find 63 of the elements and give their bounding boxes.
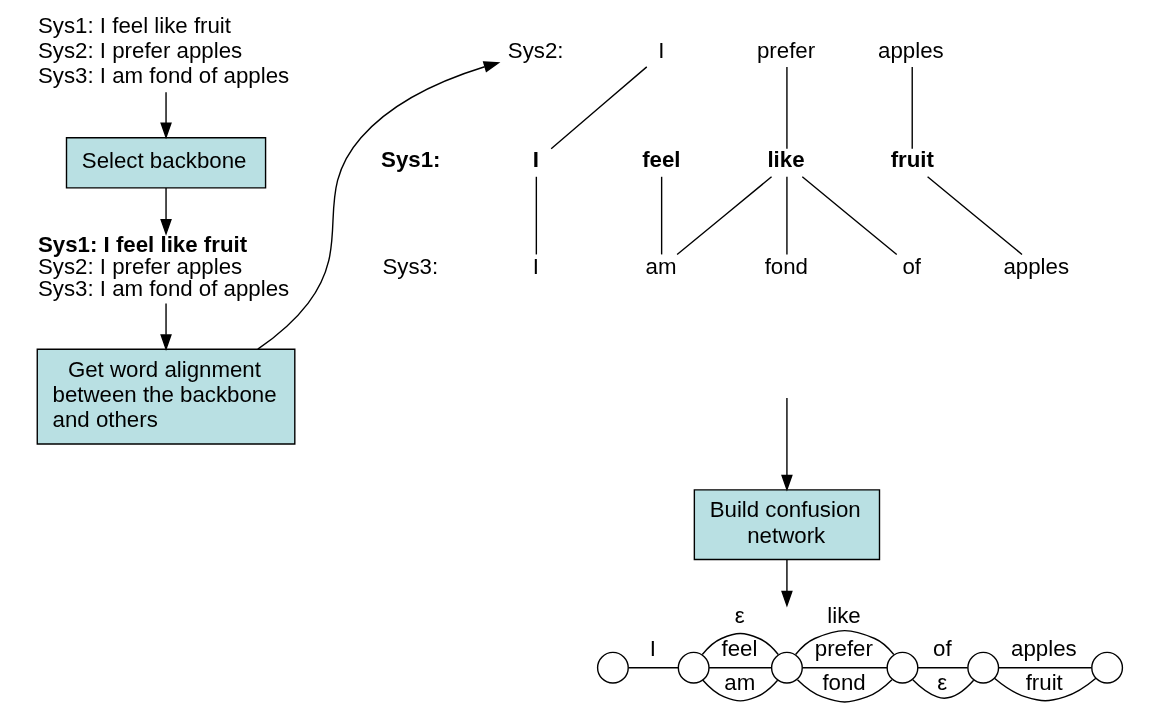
- edge-label: feel: [721, 636, 758, 662]
- connector: [701, 632, 779, 656]
- edge-label: of: [933, 636, 952, 662]
- edge-label: ε: [937, 669, 948, 695]
- node-text: like: [767, 146, 805, 172]
- connector: [911, 66, 913, 150]
- node-circle: [1091, 651, 1124, 684]
- connector: [702, 679, 779, 702]
- connector: [993, 677, 1097, 702]
- node-text: fond: [764, 253, 808, 279]
- node-box: Select backbone: [65, 137, 267, 189]
- edge-label: prefer: [814, 636, 873, 662]
- node-box: Build confusion network: [693, 489, 881, 561]
- node-text: prefer: [757, 38, 816, 64]
- arrow: [160, 91, 172, 140]
- connector: [708, 667, 772, 669]
- node-text: am: [645, 253, 677, 279]
- edge-label: fond: [822, 669, 866, 695]
- node-text: apples: [1003, 253, 1070, 279]
- arrow: [781, 559, 793, 608]
- node-text: Sys3:: [382, 253, 439, 279]
- node-text: feel: [642, 146, 681, 172]
- edge-label: am: [724, 669, 756, 695]
- edge-label: like: [827, 602, 861, 628]
- connector: [912, 679, 975, 699]
- node-circle: [596, 651, 629, 684]
- node-text: of: [902, 253, 922, 279]
- connector: [786, 176, 788, 256]
- node-text: fruit: [890, 146, 934, 172]
- node-text: Sys2:: [507, 38, 564, 64]
- node-circle: [886, 651, 919, 684]
- connector: [801, 667, 888, 669]
- edge-label: I: [649, 636, 656, 662]
- connector: [796, 679, 893, 703]
- connector: [676, 176, 773, 256]
- connector: [660, 176, 663, 256]
- node-text: Sys1: I feel like fruit Sys2: I prefer apples Sys3: I am fond of apples: [37, 231, 290, 302]
- node-box: Get word alignment between the backbone and others: [36, 348, 296, 445]
- connector: [627, 667, 679, 669]
- node-text: I: [658, 38, 665, 64]
- edge-label: apples: [1011, 636, 1077, 662]
- connector: [917, 667, 969, 669]
- edge-label: ε: [734, 602, 745, 628]
- connector: [801, 176, 898, 256]
- node-circle: [770, 651, 803, 684]
- arrow: [160, 302, 172, 351]
- edge-label: fruit: [1025, 669, 1063, 695]
- connector: [786, 66, 788, 150]
- node-circle: [677, 651, 710, 684]
- node-text: I: [532, 253, 540, 279]
- node-text: Sys1: I feel like fruit Sys2: I prefer apples Sys3: I am fond of apples: [37, 13, 290, 89]
- connector: [926, 176, 1023, 256]
- node-text: I: [532, 146, 540, 172]
- arrow: [257, 61, 501, 350]
- connector: [998, 667, 1093, 669]
- node-text: Sys1:: [381, 146, 441, 172]
- connector: [550, 66, 648, 150]
- arrow: [781, 397, 793, 492]
- connector: [535, 176, 538, 256]
- node-circle: [967, 651, 1000, 684]
- connector: [794, 629, 895, 656]
- arrow: [160, 187, 172, 236]
- node-text: apples: [878, 38, 944, 64]
